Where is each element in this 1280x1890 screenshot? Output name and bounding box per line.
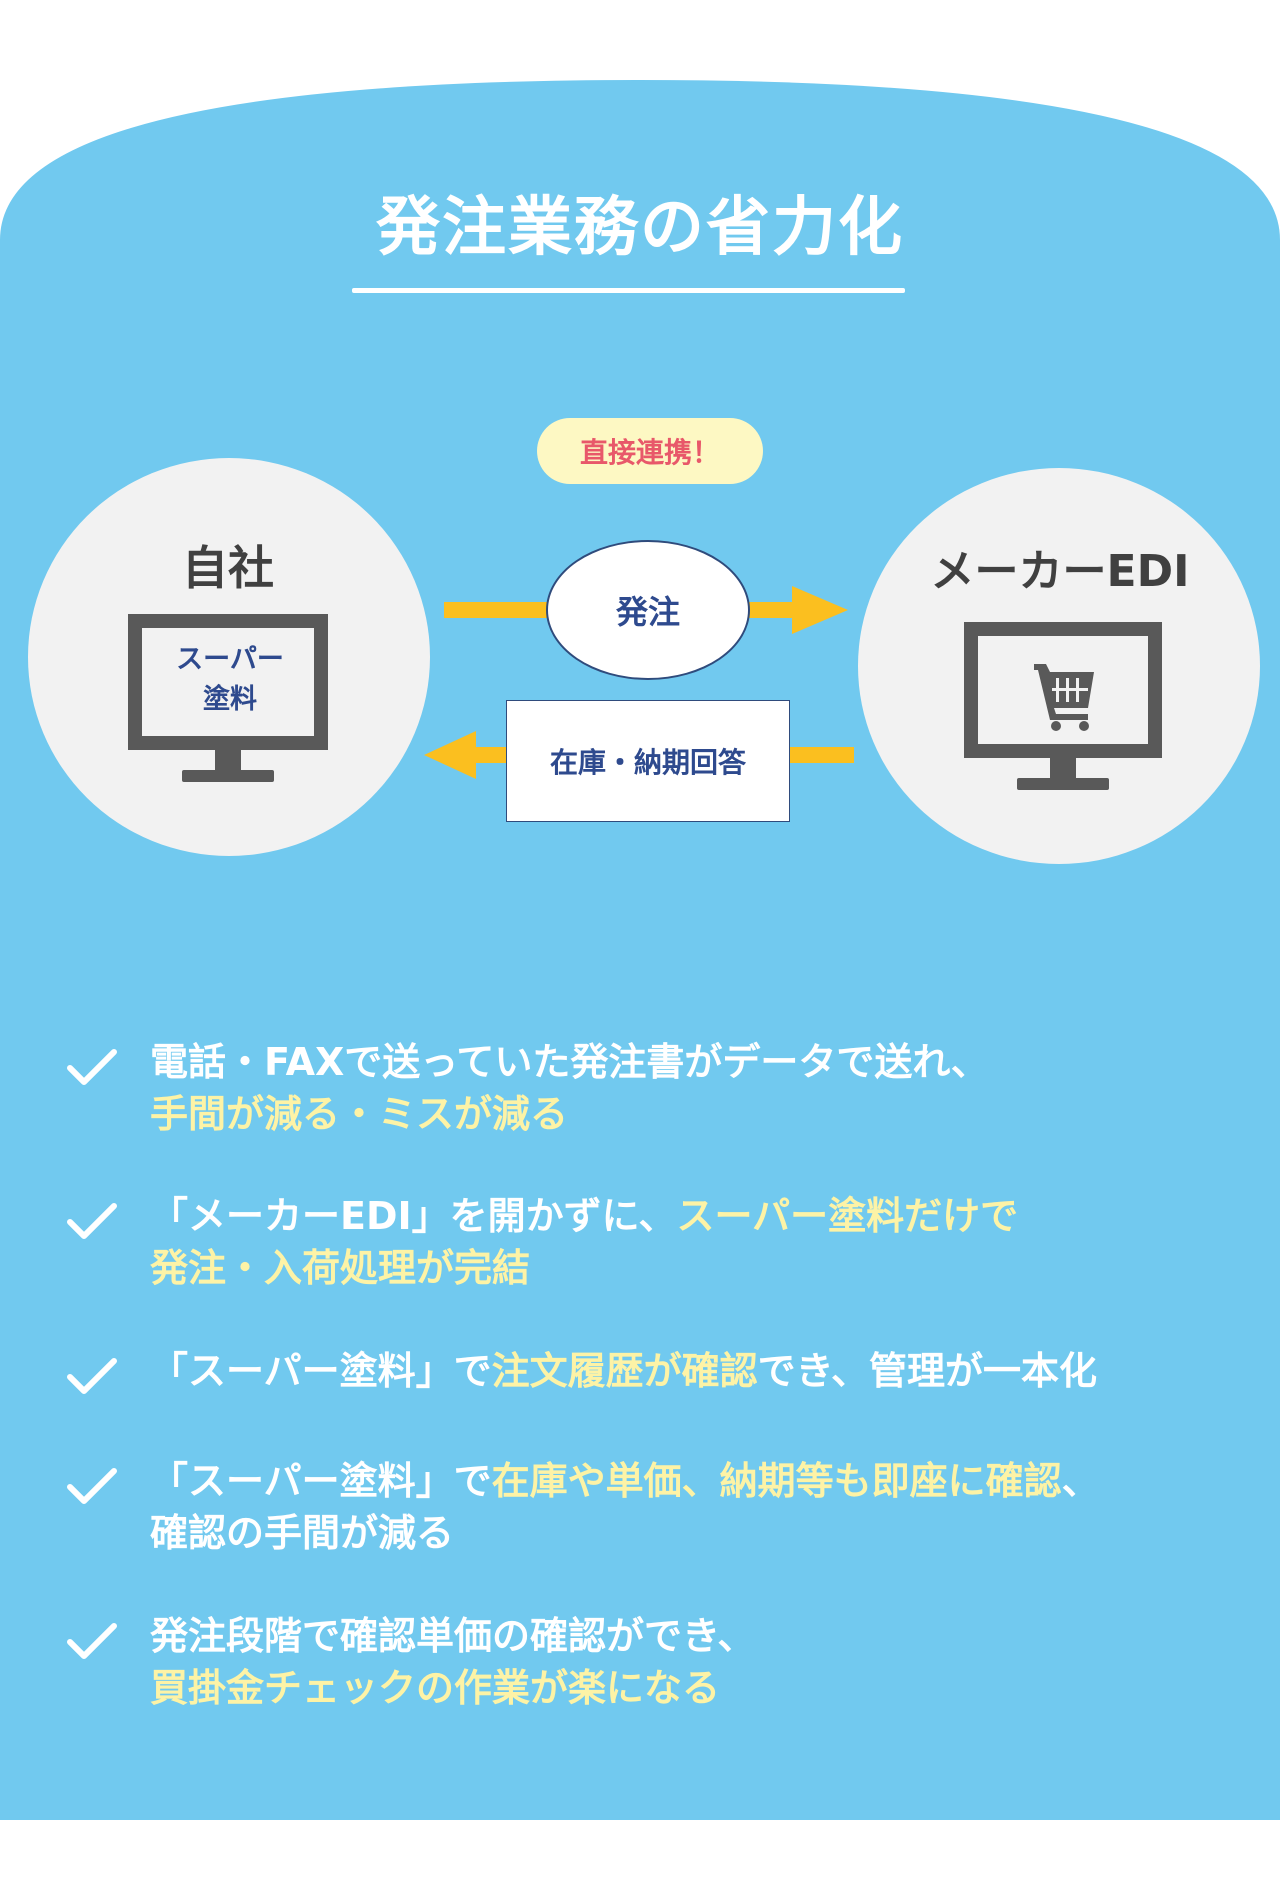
benefit-text-segment: 発注段階で確認単価の確認ができ、 [150,1614,756,1658]
benefit-text-segment: 確認の手間が減る [150,1511,455,1555]
highlight-text: 注文履歴が確認 [491,1349,758,1393]
benefit-text-line-2: 確認の手間が減る [150,1507,454,1559]
benefit-text-line-1: 「スーパー塗料」で注文履歴が確認でき、管理が一本化 [150,1345,1097,1397]
highlight-text: 在庫や単価、納期等も即座に確認 [491,1459,1062,1503]
check-icon [67,1049,117,1085]
benefit-text-line-1: 「メーカーEDI」を開かずに、スーパー塗料だけで [150,1190,1018,1242]
benefit-text-segment: 「スーパー塗料」で [150,1459,492,1503]
highlight-text: スーパー塗料だけで [676,1194,1019,1238]
benefit-text-line-1: 発注段階で確認単価の確認ができ、 [150,1610,755,1662]
highlight-text: 手間が減る・ミスが減る [150,1092,569,1136]
benefit-text-line-1: 「スーパー塗料」で在庫や単価、納期等も即座に確認、 [150,1455,1100,1507]
maker-edi-label: メーカーEDI [930,546,1190,597]
benefit-text-segment: 「メーカーEDI」を開かずに、 [150,1194,677,1238]
order-ellipse: 発注 [546,540,750,680]
shopping-cart-icon [1034,664,1094,731]
benefit-text-segment: でき、管理が一本化 [757,1349,1097,1393]
screen-line-2: 塗料 [203,684,257,715]
highlight-text: 買掛金チェックの作業が楽になる [150,1666,721,1710]
benefit-text-line-2: 手間が減る・ミスが減る [150,1088,568,1140]
direct-link-badge: 直接連携！ [537,418,763,484]
benefit-text-line-1: 電話・FAXで送っていた発注書がデータで送れ、 [150,1036,989,1088]
left-monitor-icon [128,614,328,782]
response-box: 在庫・納期回答 [506,700,790,822]
right-monitor-icon [964,622,1162,790]
check-icon [67,1468,117,1504]
check-icon [67,1203,117,1239]
screen-line-1: スーパー [176,644,284,675]
own-company-label: 自社 [182,541,274,595]
benefit-text-segment: 電話・FAXで送っていた発注書がデータで送れ、 [150,1040,989,1084]
benefit-text-segment: 「スーパー塗料」で [150,1349,492,1393]
page-title: 発注業務の省力化 [376,191,904,265]
check-icon [67,1623,117,1659]
title-underline [352,288,905,293]
own-company-circle [28,458,430,856]
benefit-text-line-2: 買掛金チェックの作業が楽になる [150,1662,720,1714]
monitor-screen-label: スーパー 塗料 [150,640,310,720]
check-icon [67,1358,117,1394]
benefit-text-segment: 、 [1061,1459,1100,1503]
benefit-text-line-2: 発注・入荷処理が完結 [150,1242,530,1294]
maker-edi-circle [858,468,1260,864]
highlight-text: 発注・入荷処理が完結 [150,1246,531,1290]
